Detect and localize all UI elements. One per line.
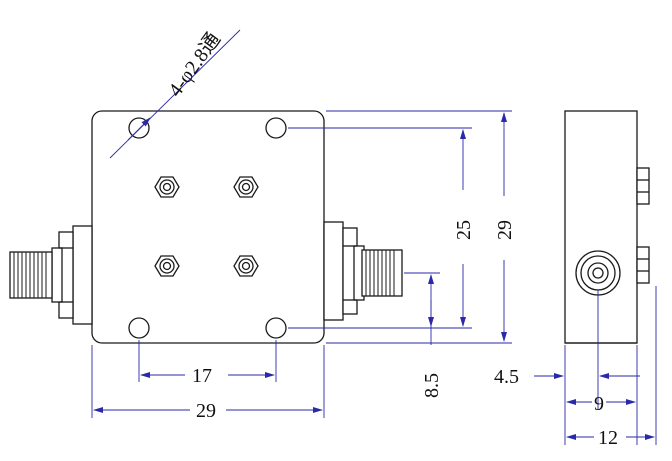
svg-text:9: 9 xyxy=(594,393,604,415)
left-sma-connector xyxy=(9,225,93,325)
svg-text:4.5: 4.5 xyxy=(494,366,519,388)
mounting-hole-bottom-left xyxy=(128,317,150,339)
dim-hole-horizontal-pitch: 17 xyxy=(138,340,277,387)
hex-nut-2 xyxy=(233,176,259,198)
side-body xyxy=(564,110,638,344)
hole-note: 4-φ2.8通 xyxy=(163,28,225,101)
mounting-hole-top-right xyxy=(265,117,287,139)
side-nut-bottom xyxy=(636,246,650,284)
svg-text:17: 17 xyxy=(192,365,212,387)
module-body xyxy=(91,110,325,344)
side-view: 4.5 9 12 xyxy=(494,110,657,449)
dim-body-height: 29 xyxy=(326,110,516,344)
hex-nut-3 xyxy=(154,255,180,277)
svg-text:29: 29 xyxy=(494,220,516,240)
dim-side-depth: 12 xyxy=(566,286,657,449)
dim-body-width: 29 xyxy=(91,345,325,422)
mounting-hole-top-left xyxy=(128,117,150,139)
side-nut-top xyxy=(636,167,650,205)
dim-side-connector-position: 9 xyxy=(566,345,638,445)
hex-nut-4 xyxy=(233,255,259,277)
dim-connector-offset: 8.5 xyxy=(404,272,443,398)
mounting-hole-bottom-right xyxy=(265,317,287,339)
svg-text:25: 25 xyxy=(453,220,475,240)
svg-text:8.5: 8.5 xyxy=(421,373,443,398)
dim-side-edge-offset: 4.5 xyxy=(494,290,640,445)
svg-text:29: 29 xyxy=(196,400,216,422)
front-view: 4-φ2.8通 25 29 8.5 xyxy=(9,28,516,422)
hex-nut-1 xyxy=(154,176,180,198)
dim-hole-vertical-pitch: 25 xyxy=(288,127,475,329)
svg-text:12: 12 xyxy=(598,427,618,449)
right-sma-connector xyxy=(323,221,403,321)
